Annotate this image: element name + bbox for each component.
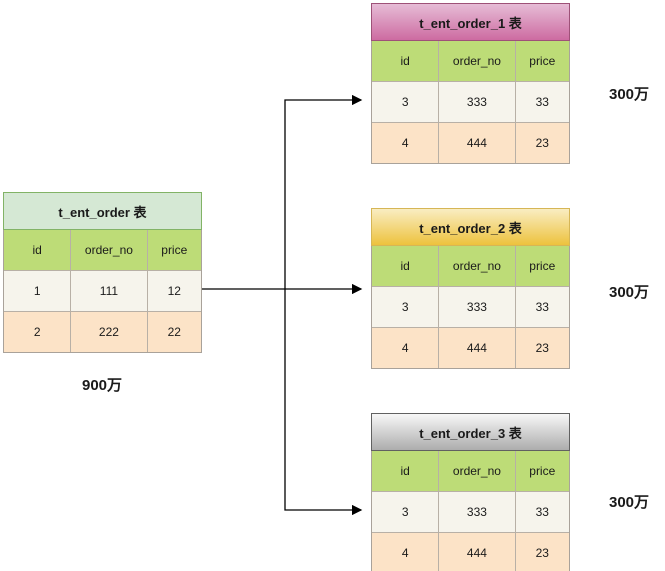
cell-id: 3 [401, 95, 409, 109]
cell-order-no: 333 [438, 82, 514, 122]
cell-price: 23 [514, 328, 569, 368]
cell-id: 4 [401, 136, 409, 150]
col-header-price: price [514, 41, 569, 81]
shard-2-row-count-label: 300万 [608, 284, 650, 301]
table-title: t_ent_order_1 表 [371, 3, 570, 41]
cell-price: 33 [514, 492, 569, 532]
table-row: 1 111 12 [4, 270, 201, 311]
source-row-count-label: 900万 [81, 377, 123, 394]
col-header-id: id [32, 243, 42, 257]
col-header-price: price [514, 451, 569, 491]
table-t-ent-order-1: t_ent_order_1 表 id order_no price 3 333 … [371, 3, 570, 164]
table-row: 3 333 33 [372, 81, 569, 122]
arrow-to-shard-1 [284, 94, 363, 289]
col-header-order-no: order_no [438, 41, 514, 81]
cell-order-no: 444 [438, 328, 514, 368]
col-header-order-no: order_no [438, 246, 514, 286]
cell-id: 3 [401, 505, 409, 519]
table-header-row: id order_no price [372, 451, 569, 491]
cell-price: 33 [514, 287, 569, 327]
cell-order-no: 333 [438, 287, 514, 327]
table-row: 4 444 23 [372, 122, 569, 163]
cell-order-no: 111 [70, 271, 146, 311]
cell-id: 4 [401, 546, 409, 560]
table-t-ent-order: t_ent_order 表 id order_no price 1 111 12… [3, 192, 202, 353]
table-title: t_ent_order_2 表 [371, 208, 570, 246]
table-body: id order_no price 1 111 12 2 222 22 [3, 230, 202, 353]
cell-id: 2 [33, 325, 41, 339]
cell-id: 3 [401, 300, 409, 314]
table-header-row: id order_no price [4, 230, 201, 270]
table-t-ent-order-2: t_ent_order_2 表 id order_no price 3 333 … [371, 208, 570, 369]
cell-price: 33 [514, 82, 569, 122]
shard-1-row-count-label: 300万 [608, 86, 650, 103]
table-row: 4 444 23 [372, 327, 569, 368]
cell-id: 1 [33, 284, 41, 298]
table-title: t_ent_order_3 表 [371, 413, 570, 451]
cell-price: 23 [514, 533, 569, 571]
table-body: id order_no price 3 333 33 4 444 23 [371, 451, 570, 571]
table-title: t_ent_order 表 [3, 192, 202, 230]
table-header-row: id order_no price [372, 246, 569, 286]
cell-price: 23 [514, 123, 569, 163]
table-row: 3 333 33 [372, 491, 569, 532]
shard-3-row-count-label: 300万 [608, 494, 650, 511]
col-header-id: id [400, 54, 410, 68]
cell-order-no: 222 [70, 312, 146, 352]
col-header-price: price [514, 246, 569, 286]
table-header-row: id order_no price [372, 41, 569, 81]
col-header-order-no: order_no [438, 451, 514, 491]
col-header-price: price [146, 230, 201, 270]
cell-price: 22 [146, 312, 201, 352]
table-row: 3 333 33 [372, 286, 569, 327]
table-t-ent-order-3: t_ent_order_3 表 id order_no price 3 333 … [371, 413, 570, 571]
col-header-order-no: order_no [70, 230, 146, 270]
col-header-id: id [400, 259, 410, 273]
col-header-id: id [400, 464, 410, 478]
cell-order-no: 444 [438, 123, 514, 163]
cell-id: 4 [401, 341, 409, 355]
table-body: id order_no price 3 333 33 4 444 23 [371, 41, 570, 164]
cell-order-no: 444 [438, 533, 514, 571]
table-row: 2 222 22 [4, 311, 201, 352]
table-body: id order_no price 3 333 33 4 444 23 [371, 246, 570, 369]
table-row: 4 444 23 [372, 532, 569, 571]
cell-price: 12 [146, 271, 201, 311]
arrow-to-shard-3 [284, 289, 363, 516]
cell-order-no: 333 [438, 492, 514, 532]
